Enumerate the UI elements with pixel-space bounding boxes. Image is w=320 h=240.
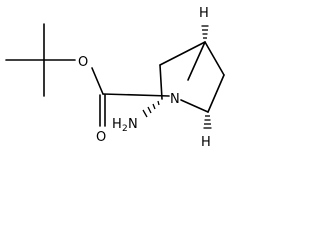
- bond-c5-to-c6: [159, 64, 163, 100]
- hashed-bond-amine: [142, 100, 160, 118]
- bond-n-to-c4: [180, 99, 209, 113]
- amine-subscript: 2: [122, 124, 128, 134]
- hydrogen-bottom-label: H: [201, 135, 211, 150]
- bond-c1-to-c2: [187, 41, 206, 81]
- ring-nitrogen-label: N: [170, 92, 180, 107]
- bond-c7-to-c4: [207, 74, 225, 113]
- hydrogen-top-label: H: [199, 6, 209, 21]
- amine-h-label: H: [112, 117, 122, 132]
- chemical-structure: O O N H H H 2 N: [5, 6, 225, 150]
- hashed-bond-top-h: [201, 25, 209, 39]
- bond-carbonyl-to-n: [102, 93, 170, 97]
- bond-c5-to-c1: [159, 41, 206, 66]
- amine-n-label: N: [128, 117, 138, 132]
- carbonyl-oxygen-label: O: [96, 130, 106, 145]
- bond-o-to-carbonyl: [91, 67, 104, 95]
- ester-oxygen-label: O: [78, 55, 88, 70]
- amine-label: H 2 N: [112, 117, 138, 134]
- bond-c1-to-c7: [204, 41, 225, 76]
- hashed-bond-bottom-h: [203, 115, 212, 129]
